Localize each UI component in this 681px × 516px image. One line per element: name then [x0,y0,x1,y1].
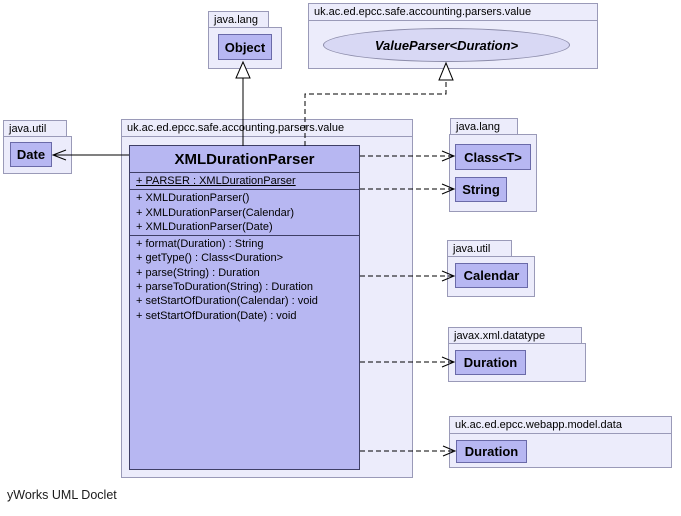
package-label-java-util-left[interactable]: java.util [3,120,67,137]
class-node-xmldurationparser[interactable]: XMLDurationParser + PARSER : XMLDuration… [129,145,360,470]
constructors-compartment: + XMLDurationParser() + XMLDurationParse… [130,190,359,237]
class-node-string[interactable]: String [455,177,507,202]
ywords-doclet-credit: yWorks UML Doclet [7,488,117,502]
method-setstartofduration-date[interactable]: + setStartOfDuration(Date) : void [136,309,297,322]
method-gettype[interactable]: + getType() : Class<Duration> [136,252,284,265]
method-parsetoduration[interactable]: + parseToDuration(String) : Duration [136,281,313,294]
class-node-duration-xml[interactable]: Duration [455,350,526,375]
package-label-webapp-model-data[interactable]: uk.ac.ed.epcc.webapp.model.data [450,417,671,434]
package-label-java-lang-top[interactable]: java.lang [208,11,269,28]
constructor-default[interactable]: + XMLDurationParser() [136,192,250,205]
fields-compartment: + PARSER : XMLDurationParser [130,173,359,191]
constructor-date[interactable]: + XMLDurationParser(Date) [136,220,273,233]
package-label-java-lang-right[interactable]: java.lang [450,118,518,135]
package-label-parsers-value-top[interactable]: uk.ac.ed.epcc.safe.accounting.parsers.va… [309,4,597,21]
methods-compartment: + format(Duration) : String + getType() … [130,236,359,324]
class-node-date[interactable]: Date [10,142,52,167]
package-label-javax-xml-datatype[interactable]: javax.xml.datatype [448,327,582,344]
constructor-calendar[interactable]: + XMLDurationParser(Calendar) [136,206,295,219]
class-node-object[interactable]: Object [218,34,272,60]
class-node-class-t[interactable]: Class<T> [455,144,531,170]
class-node-duration-webapp[interactable]: Duration [456,440,527,463]
package-label-parsers-value-main[interactable]: uk.ac.ed.epcc.safe.accounting.parsers.va… [122,120,412,137]
method-parse[interactable]: + parse(String) : Duration [136,266,260,279]
interface-node-valueparser[interactable]: ValueParser<Duration> [323,28,570,62]
class-node-calendar[interactable]: Calendar [455,263,528,288]
class-title: XMLDurationParser [130,146,359,173]
method-format[interactable]: + format(Duration) : String [136,238,264,251]
field-parser[interactable]: + PARSER : XMLDurationParser [136,175,296,187]
method-setstartofduration-calendar[interactable]: + setStartOfDuration(Calendar) : void [136,295,318,308]
package-label-java-util-right[interactable]: java.util [447,240,512,257]
